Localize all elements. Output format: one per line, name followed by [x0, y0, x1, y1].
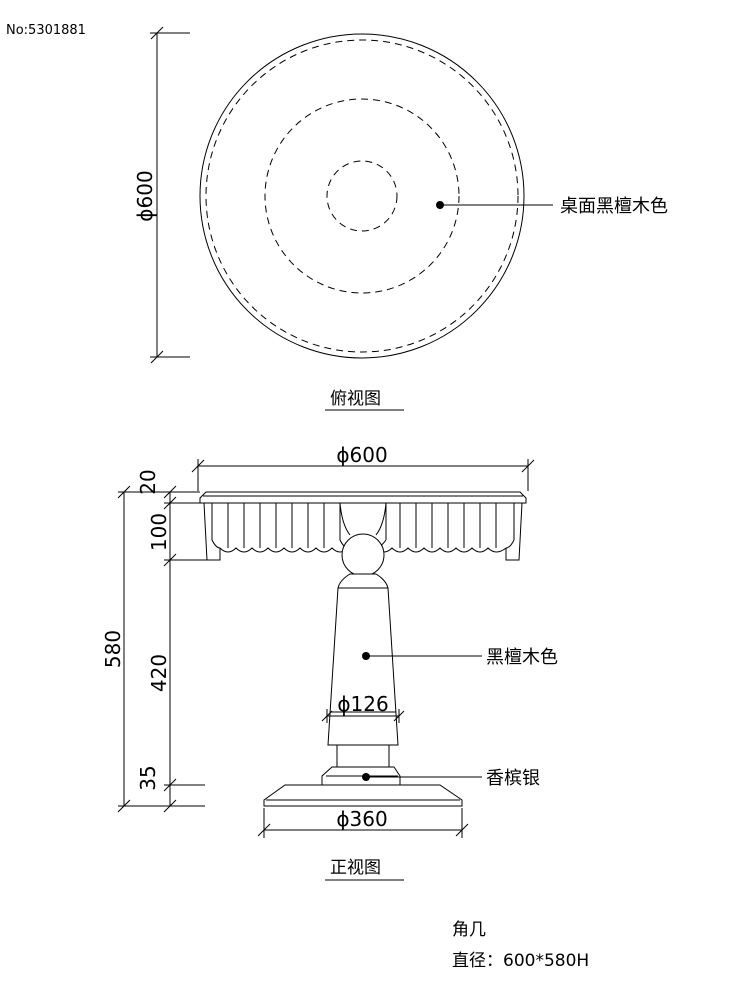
base-dim-tick-left [257, 823, 271, 837]
decorative-ball [341, 533, 385, 577]
column-callout-label: 黑檀木色 [486, 647, 558, 668]
apron-height-label: 100 [147, 513, 171, 551]
top-diameter-label: ϕ600 [133, 170, 157, 221]
front-top-dim-tick-right [521, 459, 535, 473]
front-view-title: 正视图 [330, 858, 381, 878]
column-height-label: 420 [147, 654, 171, 692]
base-dim-tick-right [455, 823, 469, 837]
total-height-label: 580 [101, 630, 125, 668]
tabletop-edge-dashed-circle [205, 39, 519, 353]
top-dim-tick-top [150, 26, 164, 40]
column-dashed-circle [326, 160, 398, 232]
total-height-tick-bottom [117, 799, 131, 813]
column-dim-tick-left [321, 710, 333, 722]
top-dim-tick-bottom [150, 350, 164, 364]
tabletop-slab [199, 491, 527, 504]
base-disc [263, 784, 463, 807]
top-view-title: 俯视图 [330, 389, 381, 409]
base-neck [336, 744, 390, 768]
top-thickness-label: 20 [136, 469, 160, 494]
base-height-label: 35 [136, 765, 160, 790]
front-top-diameter-label: ϕ600 [336, 443, 387, 467]
column-diameter-label: ϕ126 [337, 692, 388, 716]
column-dim-tick-right [393, 710, 405, 722]
total-height-tick-top [117, 485, 131, 499]
apron-dashed-circle [264, 98, 460, 294]
base-diameter-label: ϕ360 [336, 807, 387, 831]
top-view: ϕ600 桌面黑檀木色 俯视图 [133, 26, 668, 411]
product-name: 角几 [452, 920, 486, 940]
tabletop-outer-circle [199, 33, 525, 359]
product-size: 直径：600*580H [452, 951, 589, 971]
top-callout-label: 桌面黑檀木色 [560, 196, 668, 217]
base-callout-label: 香槟银 [486, 768, 540, 789]
front-view: ϕ600 ϕ126 [101, 443, 558, 881]
image-id-label: No:5301881 [6, 23, 86, 38]
tapered-column [327, 573, 399, 746]
front-top-dim-tick-left [191, 459, 205, 473]
scalloped-apron [200, 502, 526, 561]
